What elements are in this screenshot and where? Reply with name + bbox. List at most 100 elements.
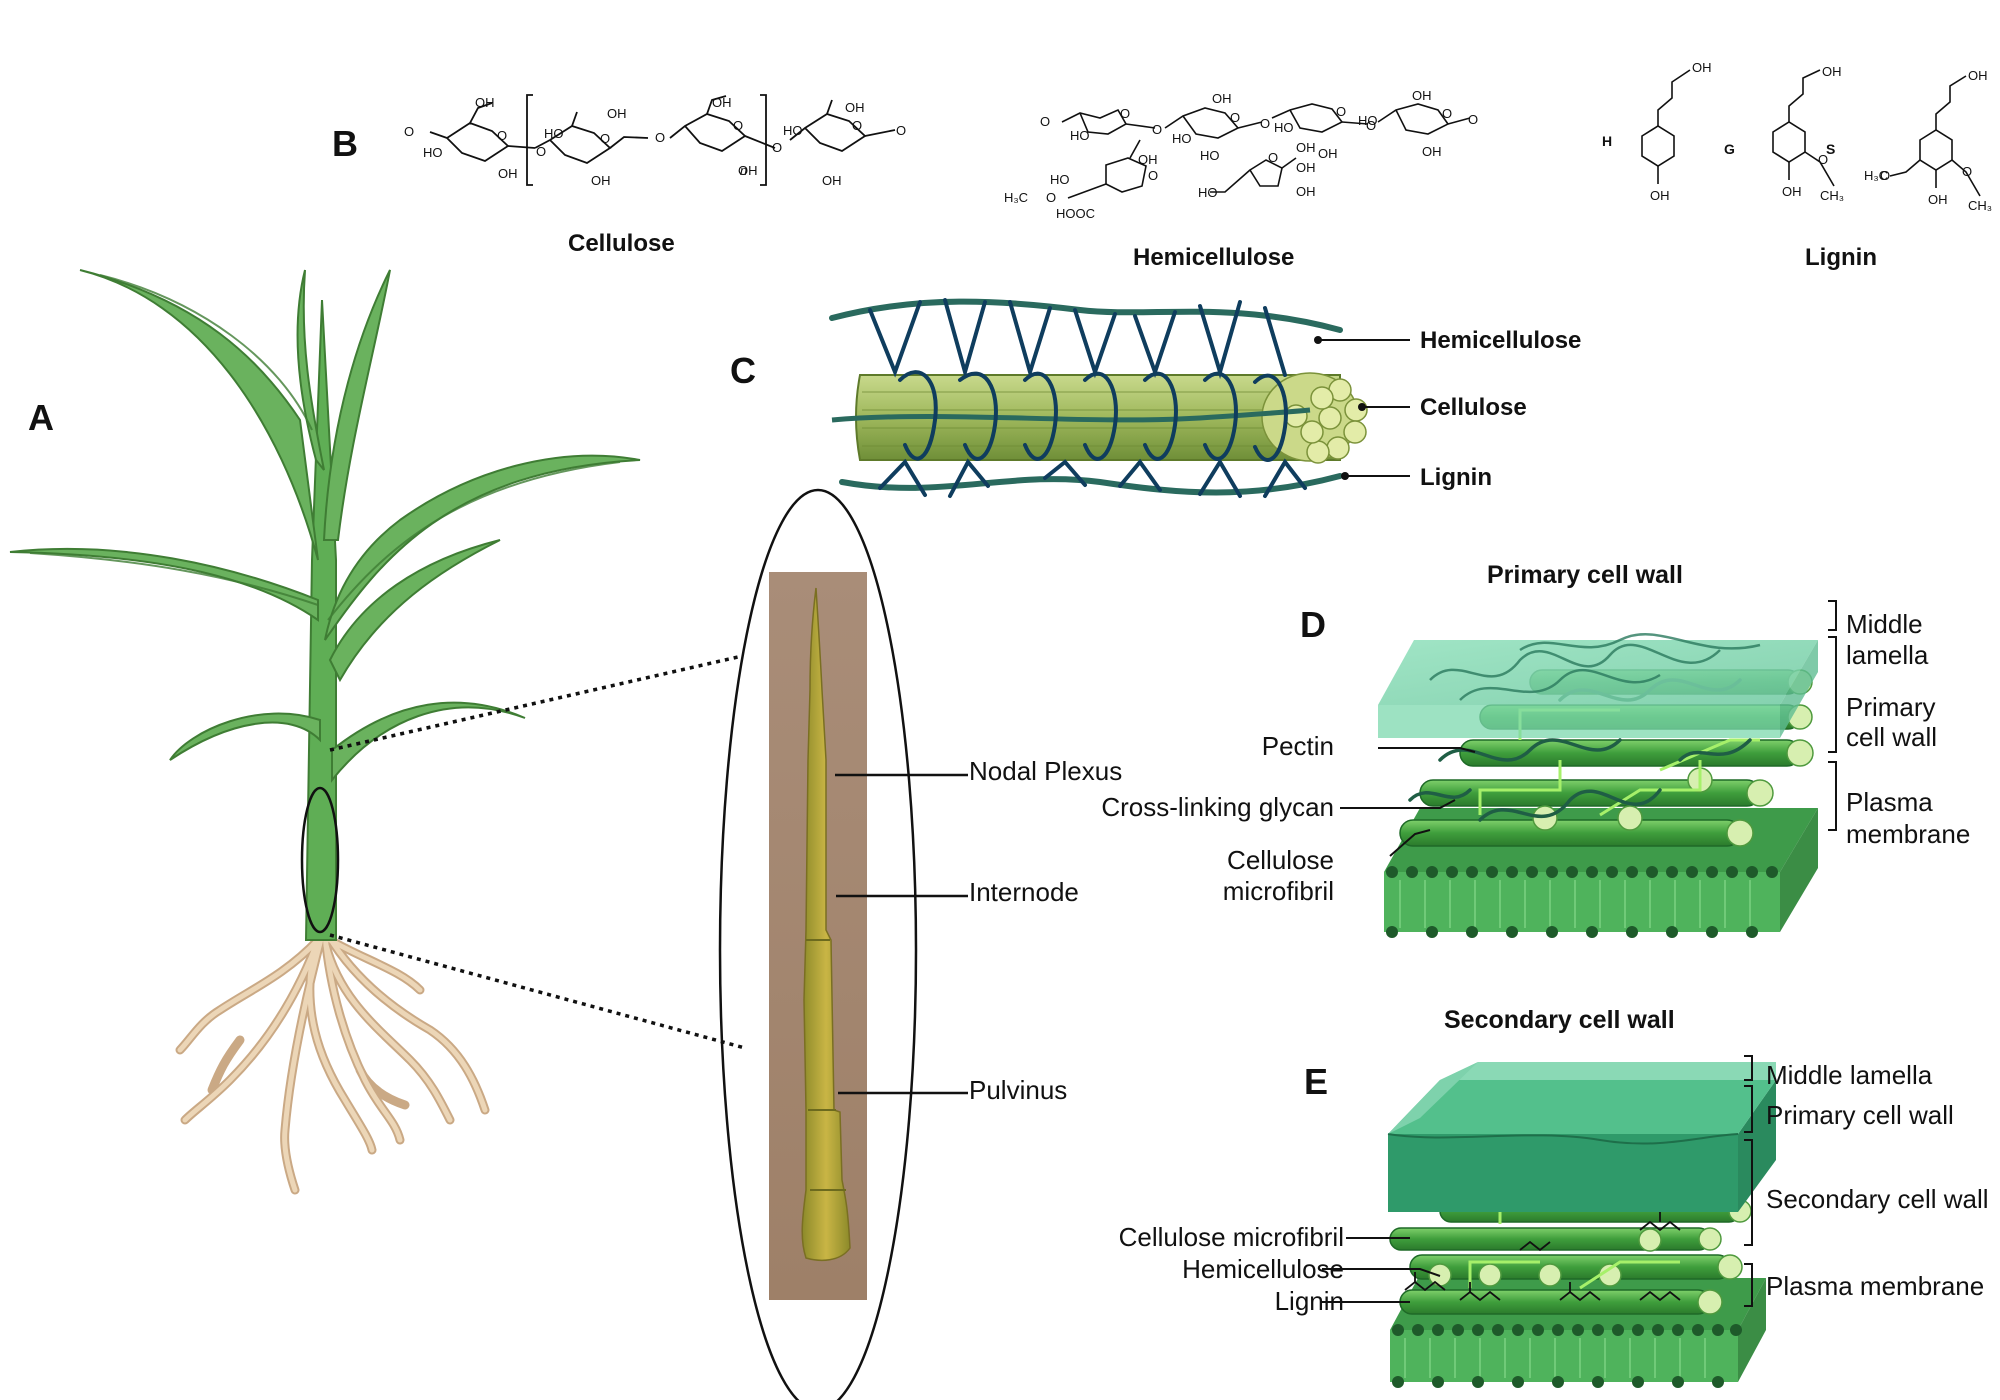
plant-stem — [304, 299, 337, 941]
lignin-strand-middle — [831, 407, 1311, 423]
label-d-lamella: lamella — [1846, 640, 1929, 670]
svg-text:OH: OH — [1968, 68, 1988, 83]
svg-text:O: O — [1468, 112, 1478, 127]
svg-text:O: O — [1962, 164, 1972, 179]
svg-text:OH: OH — [1822, 64, 1842, 79]
svg-text:OH: OH — [1928, 192, 1948, 207]
svg-text:O: O — [896, 123, 906, 138]
svg-text:OH: OH — [1212, 91, 1232, 106]
svg-text:O: O — [600, 131, 610, 146]
panel-letter-b: B — [332, 123, 358, 164]
svg-text:HO: HO — [1274, 120, 1294, 135]
panel-letter-d: D — [1300, 604, 1326, 645]
title-secondary-cell-wall: Secondary cell wall — [1444, 1006, 1675, 1034]
svg-text:HO: HO — [544, 126, 564, 141]
svg-text:n: n — [740, 163, 747, 178]
leaves — [9, 269, 641, 783]
svg-text:O: O — [1818, 152, 1828, 167]
label-e-plasma-membrane: Plasma membrane — [1766, 1271, 1984, 1301]
zoom-line-top — [329, 655, 739, 752]
label-d-pectin: Pectin — [1262, 731, 1334, 761]
svg-text:OH: OH — [475, 95, 495, 110]
svg-text:H₃C: H₃C — [1864, 168, 1888, 183]
svg-text:OH: OH — [712, 95, 732, 110]
svg-text:OH: OH — [1296, 160, 1316, 175]
svg-text:O: O — [733, 118, 743, 133]
lignin-strand-bottom — [839, 473, 1343, 496]
hemicellulose-atom-labels: O O HO O OH O HO O O OH HO O O OH HO OH … — [1004, 88, 1478, 221]
svg-text:O: O — [1230, 110, 1240, 125]
label-e-hemicellulose: Hemicellulose — [1182, 1254, 1344, 1284]
label-e-middle-lamella: Middle lamella — [1766, 1060, 1933, 1090]
secondary-cell-wall-diagram — [1387, 1062, 1776, 1388]
svg-text:O: O — [852, 118, 862, 133]
label-e-primary-cell-wall: Primary cell wall — [1766, 1100, 1954, 1130]
caption-hemicellulose: Hemicellulose — [1133, 244, 1294, 271]
svg-text:O: O — [1148, 168, 1158, 183]
secondary-wall-leaders — [1322, 1055, 1753, 1307]
svg-text:OH: OH — [822, 173, 842, 188]
cellulose-structure — [429, 94, 896, 186]
svg-text:O: O — [536, 144, 546, 159]
svg-text:CH₃: CH₃ — [1820, 188, 1844, 203]
label-c-hemicellulose: Hemicellulose — [1420, 327, 1581, 354]
hemicellulose-structure — [1061, 103, 1471, 199]
svg-text:O: O — [772, 140, 782, 155]
label-e-lignin: Lignin — [1275, 1286, 1344, 1316]
svg-text:G: G — [1724, 141, 1735, 157]
stem-photo-inset — [718, 488, 918, 1400]
panel-letter-a: A — [28, 397, 54, 438]
svg-text:OH: OH — [498, 166, 518, 181]
lignocellulose-diagram — [829, 298, 1410, 498]
svg-text:OH: OH — [1296, 140, 1316, 155]
label-d-cross-linking-glycan: Cross-linking glycan — [1101, 792, 1334, 822]
svg-text:O: O — [1366, 118, 1376, 133]
svg-text:O: O — [1260, 116, 1270, 131]
label-d-microfibril: microfibril — [1223, 876, 1334, 906]
primary-wall-leaders — [1340, 600, 1837, 857]
panel-letter-e: E — [1304, 1061, 1328, 1102]
svg-text:OH: OH — [1318, 146, 1338, 161]
plant-illustration — [9, 269, 746, 1195]
svg-text:O: O — [1120, 106, 1130, 121]
label-nodal-plexus: Nodal Plexus — [969, 756, 1122, 786]
svg-text:CH₃: CH₃ — [1968, 198, 1992, 213]
svg-text:OH: OH — [738, 163, 758, 178]
svg-text:OH: OH — [1782, 184, 1802, 199]
lignin-structures — [1641, 69, 1981, 197]
panel-letter-c: C — [730, 350, 756, 391]
svg-text:HO: HO — [1070, 128, 1090, 143]
svg-text:O: O — [1268, 150, 1278, 165]
svg-text:OH: OH — [1650, 188, 1670, 203]
lignin-labels: H G S OH OH OH OH OH OH O CH₃ O O H₃C CH… — [1602, 60, 1992, 213]
svg-text:HO: HO — [1358, 113, 1378, 128]
svg-text:S: S — [1826, 141, 1835, 157]
label-e-secondary-cell-wall: Secondary cell wall — [1766, 1184, 1989, 1214]
hemicellulose-crosslinks — [868, 298, 1307, 498]
label-pulvinus: Pulvinus — [969, 1075, 1067, 1105]
label-d-primary: Primary — [1846, 692, 1936, 722]
label-d-cell-wall: cell wall — [1846, 722, 1937, 752]
svg-text:HO: HO — [1198, 185, 1218, 200]
svg-text:O: O — [1336, 104, 1346, 119]
label-e-cellulose-microfibril: Cellulose microfibril — [1119, 1222, 1344, 1252]
svg-text:H: H — [1602, 133, 1612, 149]
label-d-plasma: Plasma — [1846, 787, 1933, 817]
svg-text:OH: OH — [607, 106, 627, 121]
svg-text:O: O — [1046, 190, 1056, 205]
svg-text:OH: OH — [1296, 184, 1316, 199]
svg-text:O: O — [1040, 114, 1050, 129]
svg-text:OH: OH — [1692, 60, 1712, 75]
primary-cell-wall-diagram — [1378, 633, 1818, 938]
svg-text:OH: OH — [845, 100, 865, 115]
caption-cellulose: Cellulose — [568, 230, 675, 257]
svg-text:OH: OH — [1138, 152, 1158, 167]
svg-text:HO: HO — [1050, 172, 1070, 187]
inset-oval — [718, 488, 918, 1400]
title-primary-cell-wall: Primary cell wall — [1487, 561, 1683, 589]
svg-text:H₃C: H₃C — [1004, 190, 1028, 205]
svg-text:HO: HO — [783, 123, 803, 138]
label-c-lignin: Lignin — [1420, 464, 1492, 491]
svg-text:OH: OH — [1422, 144, 1442, 159]
svg-text:O: O — [1152, 122, 1162, 137]
